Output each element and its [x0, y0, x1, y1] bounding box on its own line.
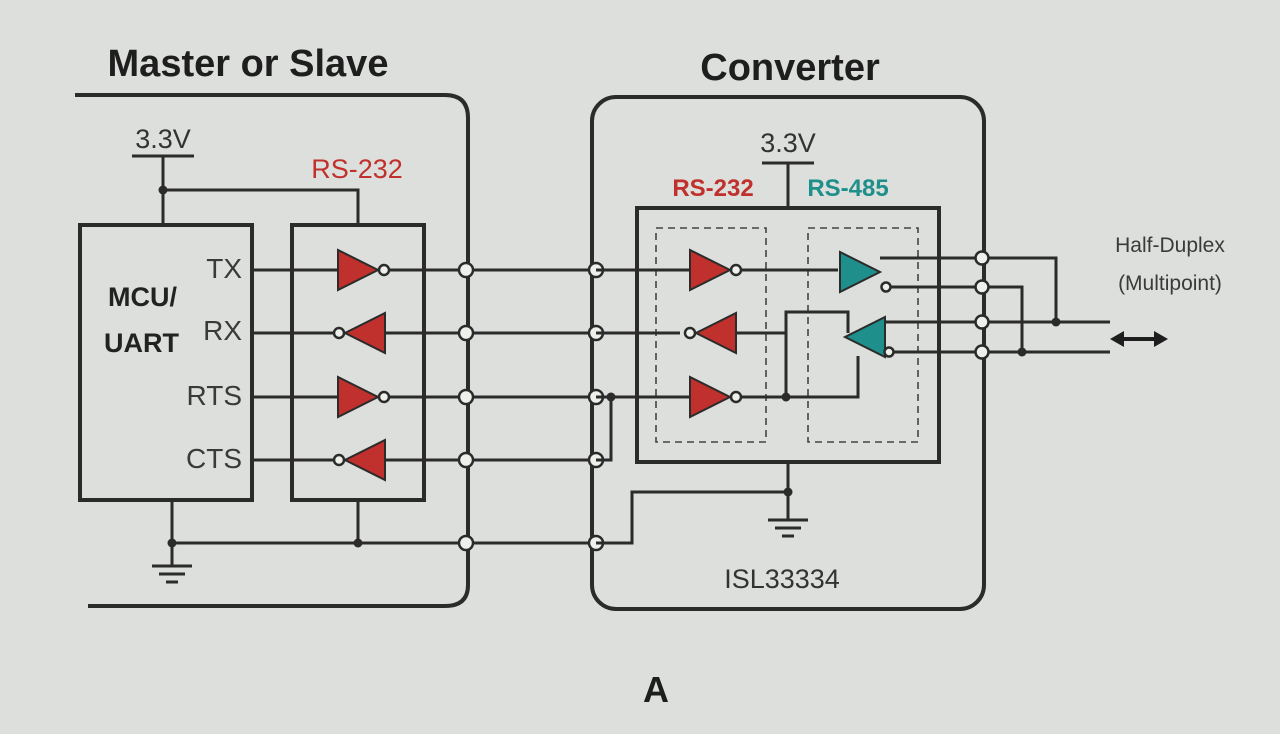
ground-icon-left: [152, 564, 192, 584]
bus-tie-wires: [982, 256, 1058, 352]
rs232-label-right: RS-232: [672, 175, 753, 202]
signal-label-tx: TX: [206, 253, 242, 284]
rs485-driver: [839, 250, 883, 294]
inverter-bubble: [883, 346, 895, 358]
driver-tx-left: [337, 248, 381, 292]
rs232-label-left: RS-232: [311, 154, 403, 184]
driver-rts-left: [337, 375, 381, 419]
mcu-label-line2: UART: [104, 328, 179, 358]
inverter-bubble: [377, 263, 391, 277]
junction-dot: [167, 538, 177, 548]
inverter-bubble: [377, 390, 391, 404]
ground-wire-right: [596, 462, 790, 545]
signal-label-rts: RTS: [187, 380, 243, 411]
supply-label-left: 3.3V: [135, 124, 191, 154]
junction-dot: [1017, 347, 1027, 357]
receiver-tx-converter: [689, 248, 733, 292]
inverter-bubble: [332, 326, 346, 340]
rs485-internal-wires: [880, 256, 982, 354]
rs485-label: RS-485: [807, 175, 888, 202]
junction-dot: [781, 392, 791, 402]
connector-nodes: [457, 261, 605, 552]
junction-dot: [783, 487, 793, 497]
ground-wire-left: [170, 500, 596, 566]
signal-label-cts: CTS: [186, 443, 242, 474]
master-slave-panel: [75, 93, 470, 608]
inverter-bubble: [683, 326, 697, 340]
inverter-bubble: [729, 390, 743, 404]
inverter-bubble: [332, 453, 346, 467]
inverter-bubble: [880, 281, 892, 293]
mcu-label-line1: MCU/: [108, 282, 177, 312]
junction-dot: [158, 185, 168, 195]
rs485-section-outline: [807, 227, 919, 443]
rs485-receiver: [842, 315, 886, 359]
wire-de-re: [742, 356, 860, 399]
bus-wires: [982, 320, 1110, 354]
chip-label: ISL33334: [724, 564, 840, 594]
figure-label: A: [643, 669, 669, 710]
bus-label-line2: (Multipoint): [1118, 272, 1222, 295]
receiver-rts-converter: [689, 375, 733, 419]
signal-label-rx: RX: [203, 315, 242, 346]
ground-icon-right: [768, 518, 808, 538]
junction-dot: [353, 538, 363, 548]
mcu-uart-box: [78, 223, 254, 502]
junction-dot: [1051, 317, 1061, 327]
connector-nodes-right: [974, 250, 990, 360]
title-master-or-slave: Master or Slave: [108, 43, 389, 85]
junction-dot: [606, 392, 616, 402]
receiver-cts-left: [342, 438, 386, 482]
bus-label-line1: Half-Duplex: [1115, 234, 1225, 257]
wire-internal: [736, 310, 850, 335]
supply-label-right: 3.3V: [760, 128, 816, 158]
bidirectional-arrow-icon: [1110, 331, 1168, 347]
isl33334-chip-box: [635, 206, 941, 464]
title-converter: Converter: [700, 47, 880, 89]
rs232-section-outline: [655, 227, 767, 443]
loopback-wire: [596, 397, 613, 462]
inverter-bubble: [729, 263, 743, 277]
receiver-rx-left: [342, 311, 386, 355]
driver-rx-converter: [693, 311, 737, 355]
